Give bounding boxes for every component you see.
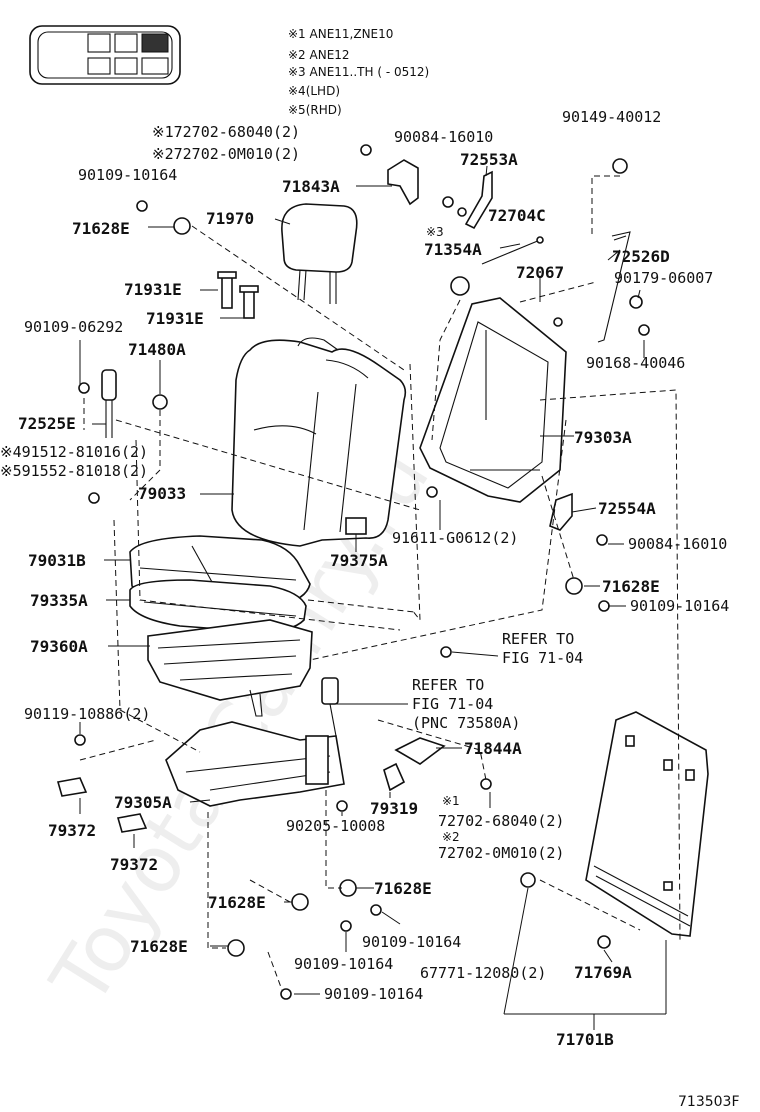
label-79031B: 79031B — [28, 551, 86, 570]
label-90168-40046: 90168-40046 — [586, 354, 685, 372]
label-71354A: 71354A — [424, 240, 482, 259]
label-71480A: 71480A — [128, 340, 186, 359]
note-2: ※2 ANE12 — [288, 48, 350, 62]
label-refer2-b: FIG 71-04 — [412, 695, 493, 713]
label-refer1-b: FIG 71-04 — [502, 649, 583, 667]
part-labels: ※172702-68040(2) ※272702-0M010(2) 90084-… — [0, 108, 740, 1110]
label-91512-81016: ※491512-81016(2) — [0, 443, 148, 461]
label-67771-12080: 67771-12080(2) — [420, 964, 546, 982]
hinge-cover-parts — [383, 159, 573, 792]
label-72525E: 72525E — [18, 414, 76, 433]
label-90109-10164-d: 90109-10164 — [294, 955, 393, 973]
label-72554A: 72554A — [598, 499, 656, 518]
label-71701B: 71701B — [556, 1030, 614, 1049]
label-79335A: 79335A — [30, 591, 88, 610]
label-90205-10008: 90205-10008 — [286, 817, 385, 835]
label-90109-10164-a: 90109-10164 — [78, 166, 177, 184]
label-72702-0M010-bot-mark: ※2 — [442, 830, 460, 844]
label-72526D: 72526D — [612, 247, 670, 266]
seat-hinge-bracket-part — [165, 721, 345, 807]
applicability-notes: ※1 ANE11,ZNE10 ※2 ANE12 ※3 ANE11..TH ( -… — [288, 27, 429, 117]
label-79033: 79033 — [138, 484, 186, 503]
label-72067: 72067 — [516, 263, 564, 282]
label-72553A: 72553A — [460, 150, 518, 169]
label-91611-G0612: 91611-G0612(2) — [392, 529, 518, 547]
label-72702-0M010-top: ※272702-0M010(2) — [152, 145, 300, 163]
headrest-part — [281, 203, 358, 304]
label-71769A: 71769A — [574, 963, 632, 982]
belt-part — [101, 369, 117, 438]
label-refer2-a: REFER TO — [412, 676, 484, 694]
seat-cushion-frame-part — [147, 619, 313, 717]
seat-back-frame-part — [419, 297, 567, 503]
headrest-guide-parts — [217, 271, 259, 319]
label-90109-10164-e: 90109-10164 — [324, 985, 423, 1003]
note-4: ※4(LHD) — [288, 84, 340, 98]
label-71628E-e: 71628E — [130, 937, 188, 956]
label-79375A: 79375A — [330, 551, 388, 570]
note-3: ※3 ANE11..TH ( - 0512) — [288, 65, 429, 79]
label-91552-81018: ※591552-81018(2) — [0, 462, 148, 480]
label-72702-68040-top: ※172702-68040(2) — [152, 123, 300, 141]
seat-back-cover-part — [231, 337, 407, 547]
seat-cushion-pad-part — [129, 579, 307, 633]
buckle-part — [321, 677, 339, 737]
lock-rod-part — [597, 231, 631, 343]
label-71628E-c: 71628E — [374, 879, 432, 898]
label-90084-16010-top: 90084-16010 — [394, 128, 493, 146]
label-72704C: 72704C — [488, 206, 546, 225]
rod-part — [481, 236, 544, 265]
label-71970: 71970 — [206, 209, 254, 228]
note-1: ※1 ANE11,ZNE10 — [288, 27, 393, 41]
note-5: ※5(RHD) — [288, 103, 342, 117]
label-79303A: 79303A — [574, 428, 632, 447]
label-90084-16010-b: 90084-16010 — [628, 535, 727, 553]
label-79372-b: 79372 — [110, 855, 158, 874]
label-72702-0M010-bot: 72702-0M010(2) — [438, 844, 564, 862]
label-90109-10164-b: 90109-10164 — [630, 597, 729, 615]
label-71843A: 71843A — [282, 177, 340, 196]
label-71844A: 71844A — [464, 739, 522, 758]
seat-location-icon — [29, 25, 181, 85]
label-90119-10886: 90119-10886(2) — [24, 705, 150, 723]
label-71628E-a: 71628E — [72, 219, 130, 238]
label-90109-06292: 90109-06292 — [24, 318, 123, 336]
diagram-id: 713503F — [678, 1094, 740, 1110]
label-79360A: 79360A — [30, 637, 88, 656]
label-71354A-mark: ※3 — [426, 225, 444, 239]
label-refer1-a: REFER TO — [502, 630, 574, 648]
label-71628E-d: 71628E — [208, 893, 266, 912]
label-refer2-c: (PNC 73580A) — [412, 714, 520, 732]
label-79305A: 79305A — [114, 793, 172, 812]
leader-lines — [79, 165, 667, 1030]
label-90149-40012: 90149-40012 — [562, 108, 661, 126]
cover-parts — [56, 777, 148, 833]
label-90179-06007: 90179-06007 — [614, 269, 713, 287]
label-90109-10164-c: 90109-10164 — [362, 933, 461, 951]
label-72702-68040-bot: 72702-68040(2) — [438, 812, 564, 830]
label-71931E-a: 71931E — [124, 280, 182, 299]
label-72702-68040-bot-mark: ※1 — [442, 794, 460, 808]
fastener-parts — [74, 144, 650, 1000]
label-79372-a: 79372 — [48, 821, 96, 840]
seat-back-board-part — [585, 711, 709, 937]
label-79319: 79319 — [370, 799, 418, 818]
assembly-lines — [79, 175, 681, 991]
label-71931E-b: 71931E — [146, 309, 204, 328]
label-71628E-b: 71628E — [602, 577, 660, 596]
